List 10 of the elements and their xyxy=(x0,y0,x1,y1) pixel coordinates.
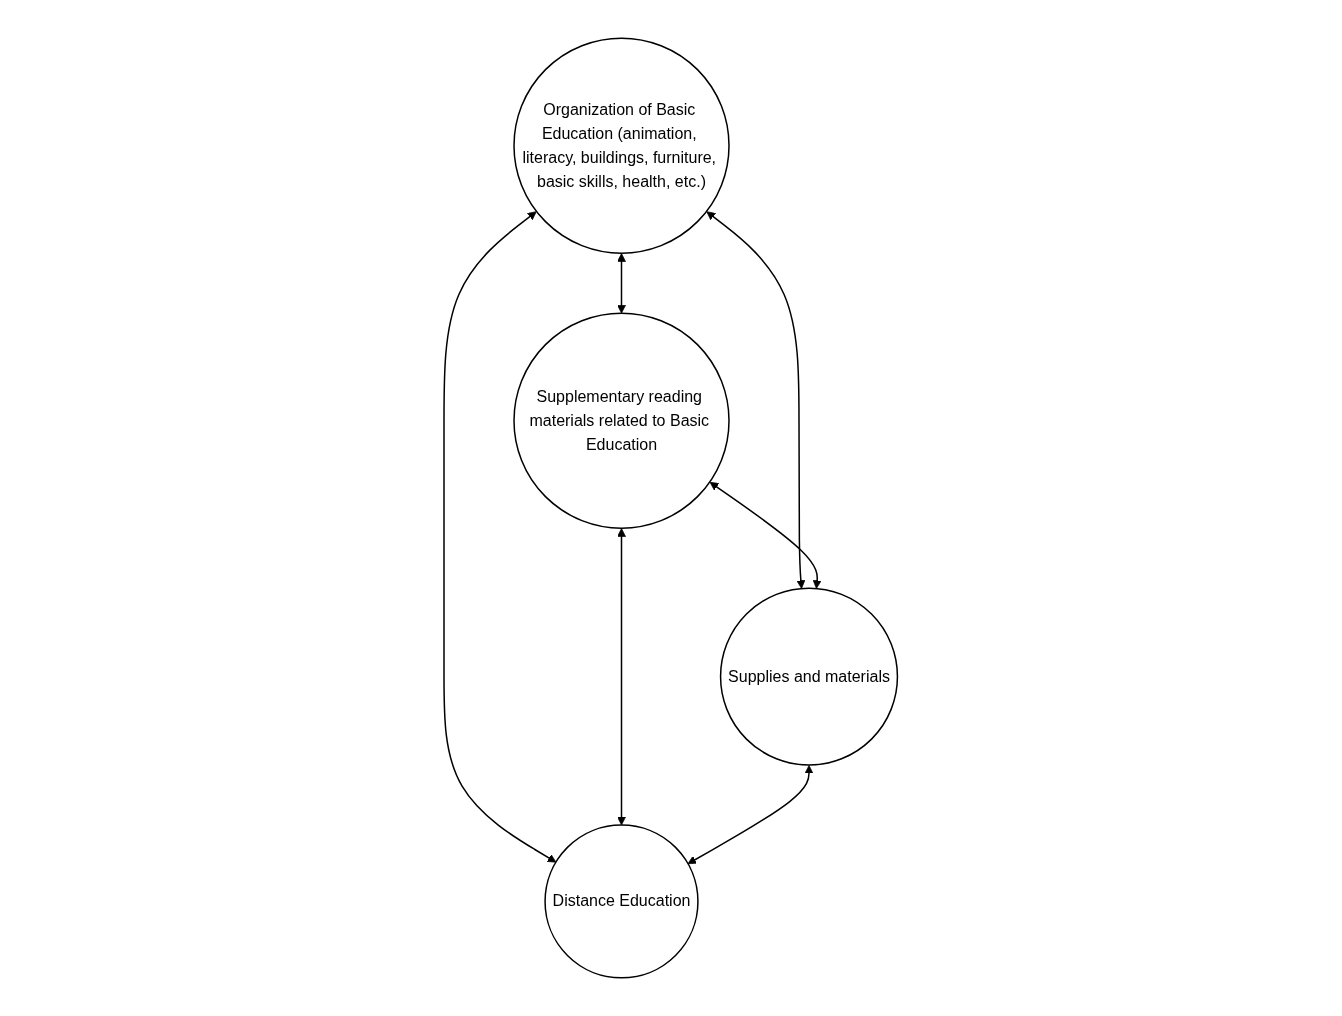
node-circle: Supplies and materials xyxy=(720,587,899,766)
arrow xyxy=(617,528,627,826)
arrow xyxy=(443,211,557,863)
node-circle: Supplementary reading materials related to Basic Education xyxy=(513,312,731,529)
arrow xyxy=(709,481,822,589)
node-circle: Distance Education xyxy=(544,824,699,979)
arrow xyxy=(687,765,814,865)
arrow xyxy=(706,211,806,589)
arrow xyxy=(617,253,627,314)
node-circle: Organization of Basic Education (animation, literacy, buildings, furniture, basic skills, health, etc.) xyxy=(513,37,731,254)
